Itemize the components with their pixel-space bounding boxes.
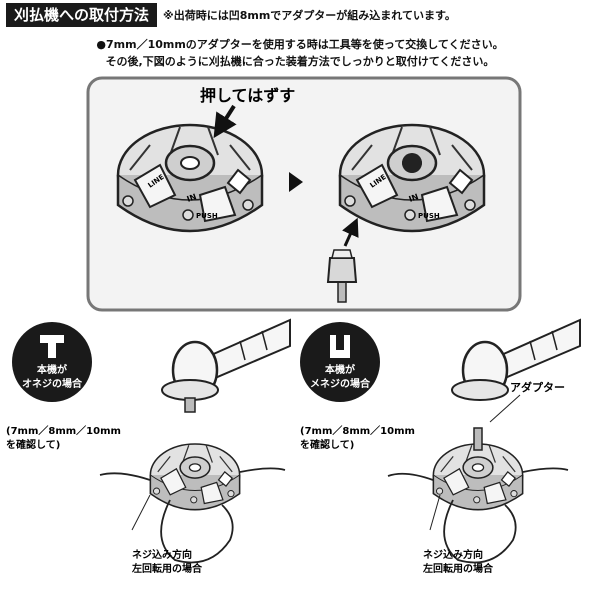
press-arrow-icon — [213, 104, 237, 139]
head-label-in-left: IN — [186, 192, 198, 204]
right-caption-leader — [429, 494, 441, 531]
shipping-note: ※出荷時には凹8mmでアダプターが組み込まれています。 — [163, 9, 456, 22]
head-label-push-right: PUSH — [418, 212, 440, 220]
adapter-hole-icon — [402, 153, 422, 173]
trimmer-head-before — [116, 123, 264, 233]
head-label-push-left: PUSH — [196, 212, 218, 220]
trimmer-head-after — [338, 123, 486, 233]
left-size-line2: を確認して) — [6, 438, 60, 451]
left-caption-leader — [131, 494, 151, 531]
next-step-triangle-icon — [289, 172, 303, 192]
instruction-line-2: その後,下図のように刈払機に合った装着方法でしっかりと取付けてください。 — [105, 55, 495, 68]
page-title: 刈払機への取付方法 — [6, 3, 158, 27]
press-release-label: 押してはずす — [200, 86, 295, 105]
right-machine-shaft — [451, 318, 581, 401]
left-caption-line2: 左回転用の場合 — [131, 562, 203, 575]
left-machine-shaft — [161, 318, 291, 413]
adapter-stud-icon — [473, 427, 483, 451]
insert-arrow-icon — [342, 217, 359, 247]
instruction-line-1: ●7mm／10mmのアダプターを使用する時は工具等を使って交換してください。 — [96, 38, 504, 51]
female-thread-icon — [330, 335, 350, 358]
left-case-badge — [12, 322, 92, 402]
right-trimmer-head — [432, 443, 524, 511]
left-badge-line1: 本機が — [37, 363, 68, 376]
adapter-leader — [489, 394, 521, 423]
head-label-in-right: IN — [408, 192, 420, 204]
right-caption-line2: 左回転用の場合 — [422, 562, 494, 575]
right-case-badge — [300, 322, 380, 402]
left-trimmer-line — [99, 467, 286, 564]
adapter-bolt-icon — [326, 249, 358, 303]
right-size-line2: を確認して) — [300, 438, 354, 451]
left-badge-line2: オネジの場合 — [22, 377, 83, 390]
adapter-label: アダプター — [510, 380, 565, 394]
right-trimmer-line — [387, 467, 569, 564]
right-caption-line1: ネジ込み方向 — [423, 548, 483, 561]
left-trimmer-head — [149, 443, 241, 511]
left-size-line1: (7mm／8mm／10mm — [6, 424, 121, 437]
right-badge-line2: メネジの場合 — [310, 377, 371, 390]
right-size-line1: (7mm／8mm／10mm — [300, 424, 415, 437]
header: 刈払機への取付方法 ※出荷時には凹8mmでアダプターが組み込まれています。 — [6, 3, 456, 27]
left-caption-line1: ネジ込み方向 — [132, 548, 192, 561]
right-badge-line1: 本機が — [325, 363, 356, 376]
male-thread-icon — [40, 335, 64, 358]
